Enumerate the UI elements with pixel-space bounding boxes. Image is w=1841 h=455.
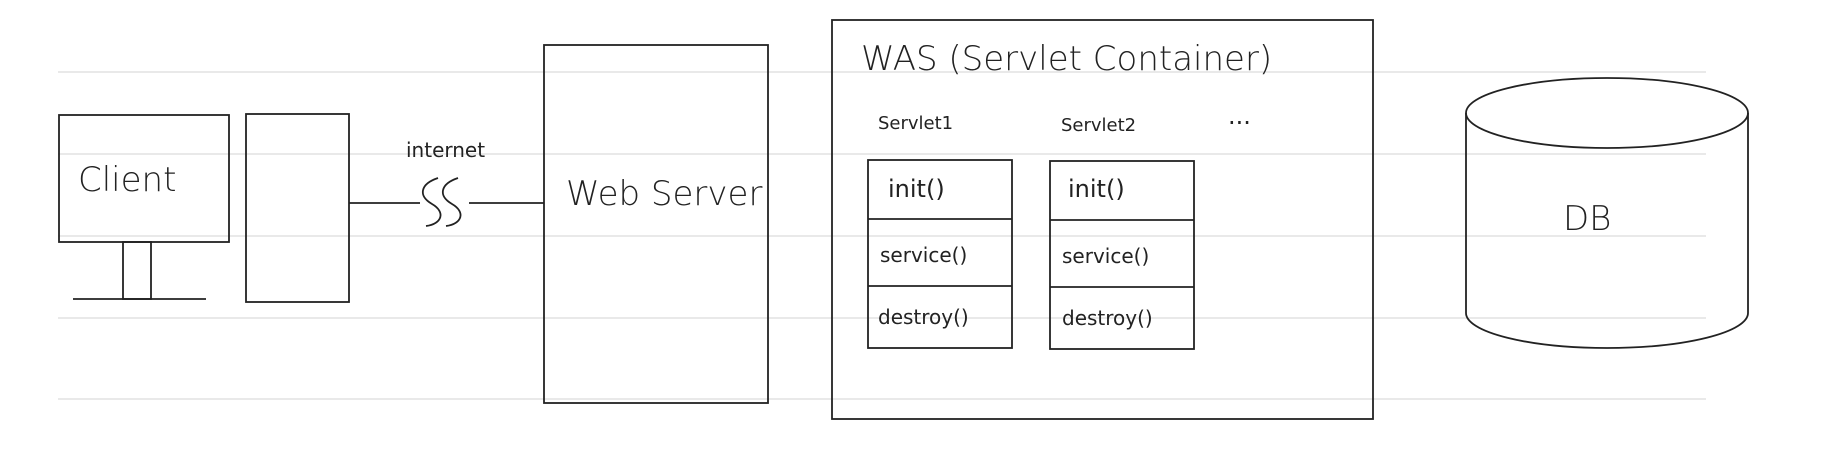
servlet-1-method: destroy() xyxy=(878,305,969,329)
servlet-1-method: init() xyxy=(888,175,945,203)
database-top xyxy=(1465,77,1749,149)
internet-break-symbol xyxy=(422,177,462,227)
client-monitor-stand xyxy=(122,241,152,300)
client-label: Client xyxy=(78,160,176,200)
web-server-box xyxy=(543,44,769,404)
web-server-label: Web Server xyxy=(566,174,762,214)
was-title: WAS (Servlet Container) xyxy=(861,39,1272,79)
servlet-1-method: service() xyxy=(880,243,967,267)
database-cylinder xyxy=(1465,77,1749,349)
servlets-more-ellipsis: ... xyxy=(1228,102,1251,130)
servlet-2-method: destroy() xyxy=(1062,306,1153,330)
servlet-2-box xyxy=(1049,160,1195,350)
database-bottom xyxy=(1465,312,1749,349)
db-label: DB xyxy=(1563,199,1611,239)
ruled-lines xyxy=(58,71,1706,400)
client-tower xyxy=(245,113,350,303)
servlet-2-method: service() xyxy=(1062,244,1149,268)
servlet-1-name: Servlet1 xyxy=(878,113,953,134)
internet-label: internet xyxy=(406,138,485,162)
servlet-2-method: init() xyxy=(1068,175,1125,203)
client-computer xyxy=(58,114,230,300)
was-container-box xyxy=(831,19,1374,420)
servlet-1-box xyxy=(867,159,1013,349)
servlet-2-name: Servlet2 xyxy=(1061,115,1136,136)
